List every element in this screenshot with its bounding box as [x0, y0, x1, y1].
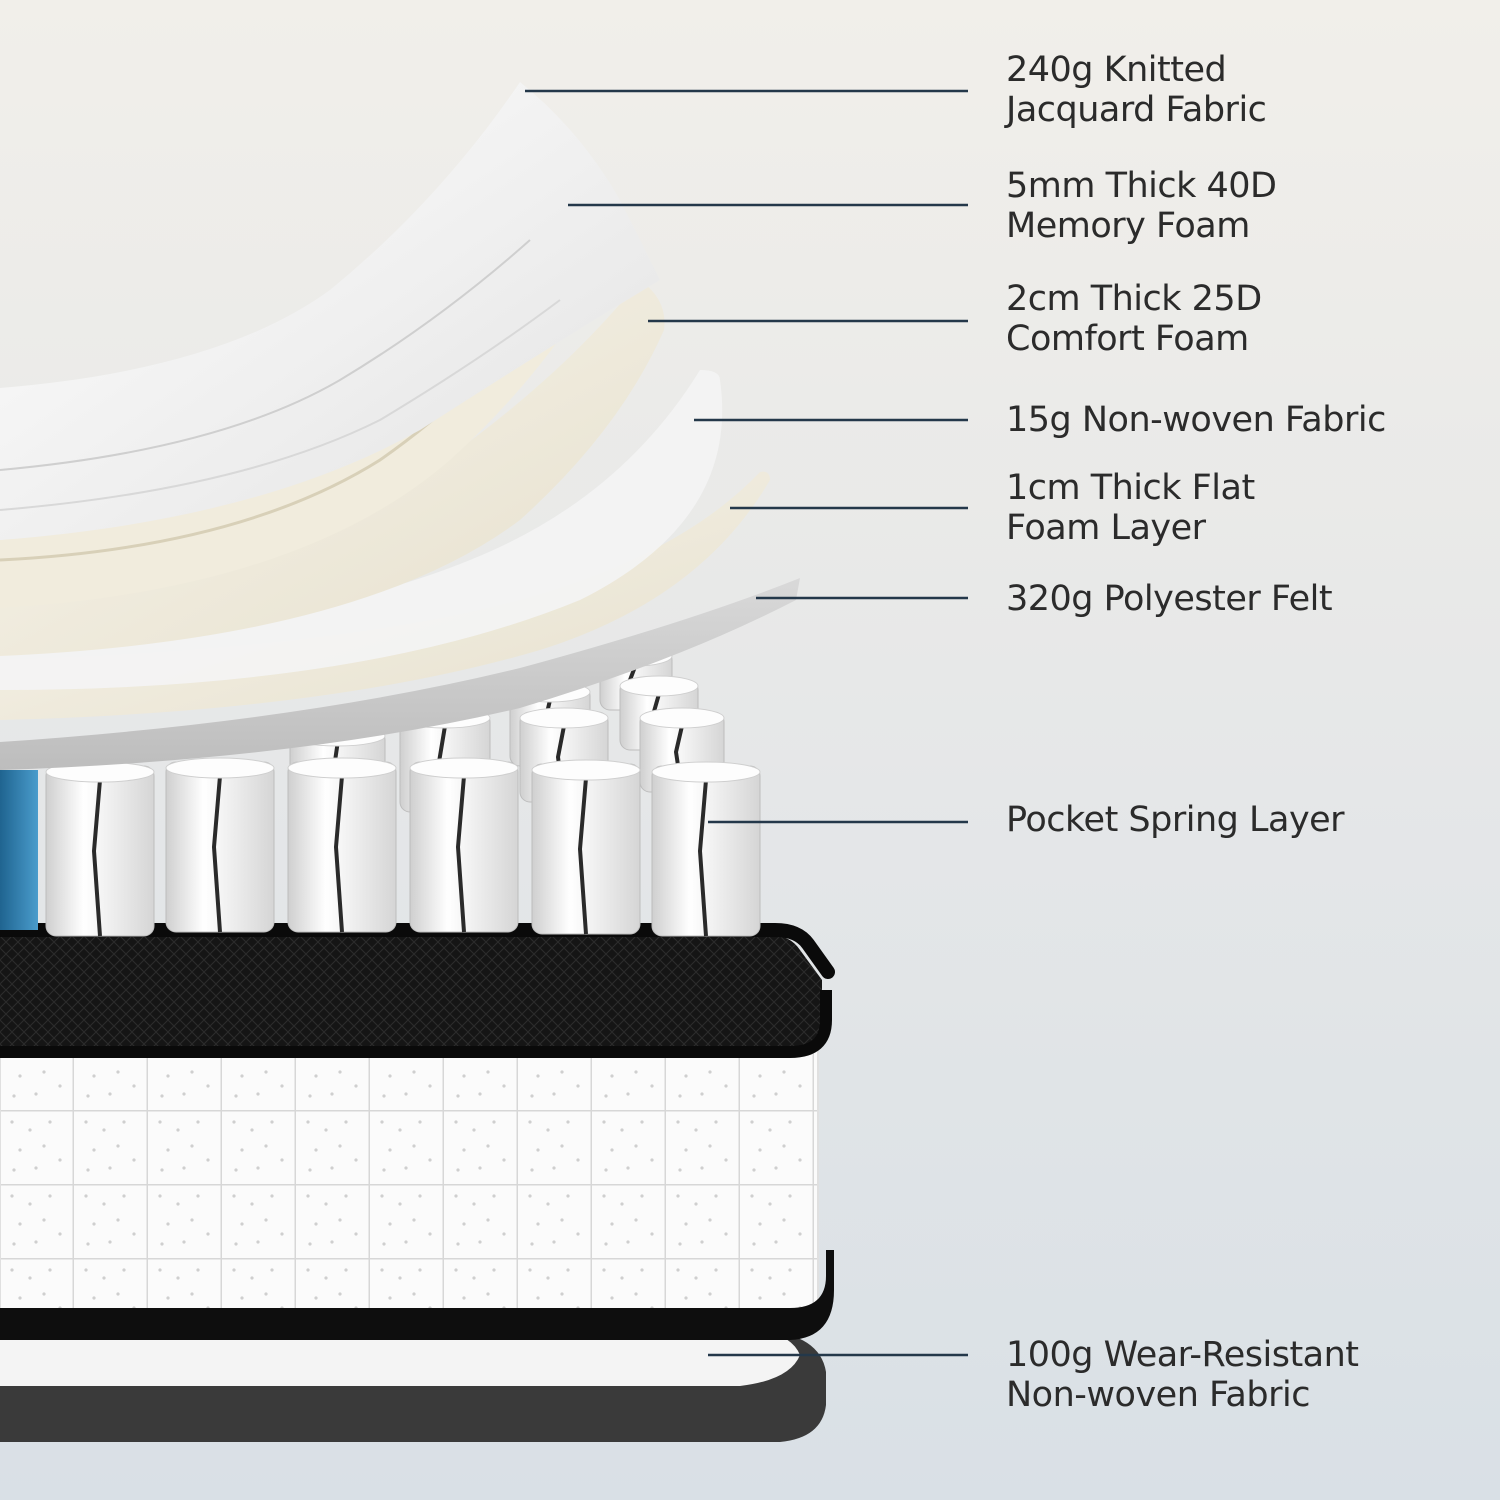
pocket-spring — [287, 757, 397, 933]
felt-layer — [0, 578, 800, 770]
pocket-spring — [409, 757, 519, 933]
pocket-spring — [531, 759, 641, 935]
quilted-side-panel — [0, 1040, 818, 1320]
upper-black-band — [0, 935, 822, 1050]
base-white-sheet — [0, 1328, 800, 1386]
label-pocket-spring: Pocket Spring Layer — [1006, 800, 1345, 840]
pocket-spring — [45, 761, 155, 937]
label-nonwoven: 15g Non-woven Fabric — [1006, 400, 1386, 440]
pocket-spring — [651, 761, 761, 937]
label-felt: 320g Polyester Felt — [1006, 579, 1333, 619]
comfort-foam-layer — [0, 280, 665, 656]
leader-lines — [525, 89, 968, 1357]
lower-black-band — [0, 1250, 834, 1340]
pocket-spring — [165, 757, 275, 933]
jacquard-fabric-layer — [0, 82, 660, 540]
nonwoven-fabric-layer — [0, 370, 723, 690]
